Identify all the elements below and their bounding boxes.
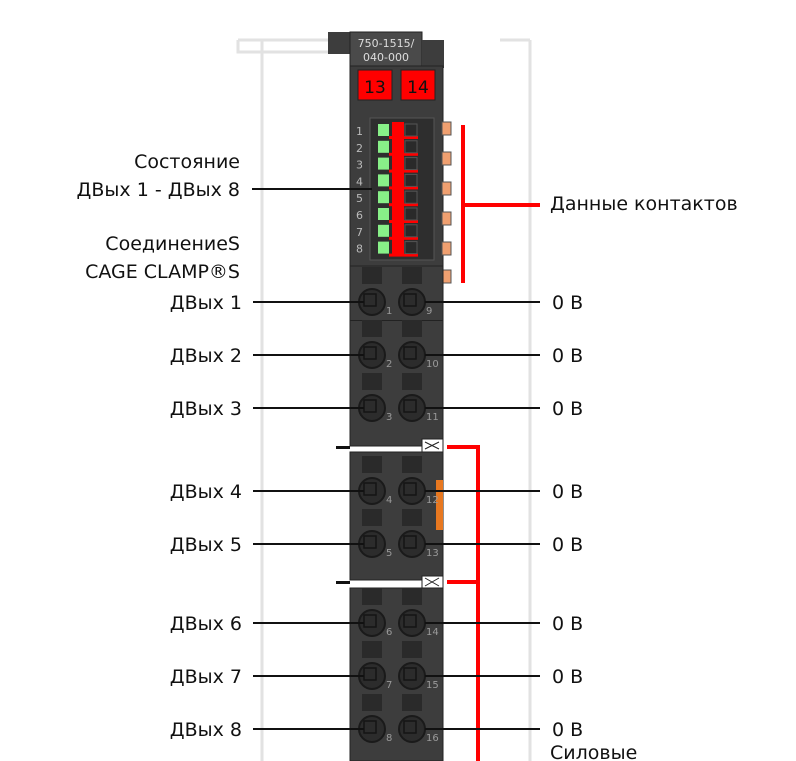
led-green: [378, 191, 389, 204]
indicator-13: [357, 69, 393, 101]
clamp-terminal: [398, 341, 426, 369]
terminal-number: 12: [426, 495, 439, 506]
ground-label: 0 В: [552, 398, 583, 420]
led-number: 7: [356, 226, 363, 239]
power-label: Силовые: [550, 742, 637, 761]
led-green: [378, 157, 389, 170]
output-label: ДВых 6: [170, 613, 242, 635]
indicator-14: [400, 69, 436, 101]
terminal-number: 11: [426, 412, 439, 423]
led-off: [404, 157, 418, 171]
clamp-terminal: [398, 530, 426, 558]
module-top: 750-1515/ 040-000 13 14 1 2 3 4 5 6 7 8: [328, 31, 444, 267]
led-off: [404, 140, 418, 154]
output-label: ДВых 3: [170, 398, 242, 420]
led-number: 2: [356, 142, 363, 155]
terminal-number: 13: [426, 548, 439, 559]
terminal-number: 5: [386, 548, 392, 559]
output-label: ДВых 7: [170, 666, 242, 688]
terminal-number: 16: [426, 733, 439, 744]
clamp-terminal: [398, 477, 426, 505]
clamp-terminal: [398, 715, 426, 743]
terminal-number: 3: [386, 412, 392, 423]
status-label: Состояние: [134, 151, 240, 173]
terminal-number: 1: [386, 306, 392, 317]
led-number: 3: [356, 159, 363, 172]
part-number: 750-1515/: [358, 37, 415, 50]
indicator-14-label: 14: [407, 78, 429, 98]
led-off: [404, 241, 418, 255]
clamp-terminal: [398, 609, 426, 637]
terminal-number: 4: [386, 495, 392, 506]
output-label: ДВых 4: [170, 481, 242, 503]
led-green: [378, 140, 389, 153]
led-number: 6: [356, 209, 363, 222]
clamp-terminal: [398, 662, 426, 690]
terminal-number: 15: [426, 680, 439, 691]
led-green: [378, 124, 389, 136]
output-label: ДВых 1: [170, 292, 242, 314]
led-green: [378, 208, 389, 220]
led-green: [378, 174, 389, 187]
ground-label: 0 В: [552, 719, 583, 741]
terminal-number: 9: [426, 306, 432, 317]
output-label: ДВых 5: [170, 534, 242, 556]
ground-label: 0 В: [552, 534, 583, 556]
contact-data-label: Данные контактов: [550, 193, 738, 215]
terminal-number: 7: [386, 680, 392, 691]
terminal-number: 14: [426, 627, 439, 638]
contact-bracket: [447, 125, 540, 761]
ground-label: 0 В: [552, 666, 583, 688]
led-number: 8: [356, 243, 363, 256]
led-number: 5: [356, 192, 363, 205]
terminal-number: 2: [386, 359, 392, 370]
led-off: [404, 173, 418, 187]
led-off: [404, 224, 418, 238]
status-label-2: ДВых 1 - ДВых 8: [77, 179, 240, 201]
led-green: [378, 241, 389, 254]
led-off: [404, 207, 418, 221]
ground-label: 0 В: [552, 292, 583, 314]
indicator-13-label: 13: [364, 78, 386, 98]
led-number: 4: [356, 175, 363, 188]
terminal-blocks: 1 9 2 10 3 11 4 12 5 13 6 14 7 15 8 16: [336, 265, 444, 761]
led-number: 1: [356, 125, 363, 138]
terminal-number: 10: [426, 359, 439, 370]
led-off: [404, 123, 418, 137]
clamp-terminal: [398, 394, 426, 422]
clamp-terminal: [398, 288, 426, 316]
part-number-2: 040-000: [363, 51, 409, 64]
connection-label: СоединениеS: [105, 233, 240, 255]
output-label: ДВых 2: [170, 345, 242, 367]
output-label: ДВых 8: [170, 719, 242, 741]
terminal-number: 6: [386, 627, 392, 638]
ground-label: 0 В: [552, 613, 583, 635]
ground-label: 0 В: [552, 481, 583, 503]
ground-label: 0 В: [552, 345, 583, 367]
terminal-number: 8: [386, 733, 392, 744]
connection-label-2: CAGE CLAMP®S: [85, 261, 240, 283]
led-green: [378, 224, 389, 237]
led-off: [404, 190, 418, 204]
contact-tabs: [441, 121, 452, 284]
